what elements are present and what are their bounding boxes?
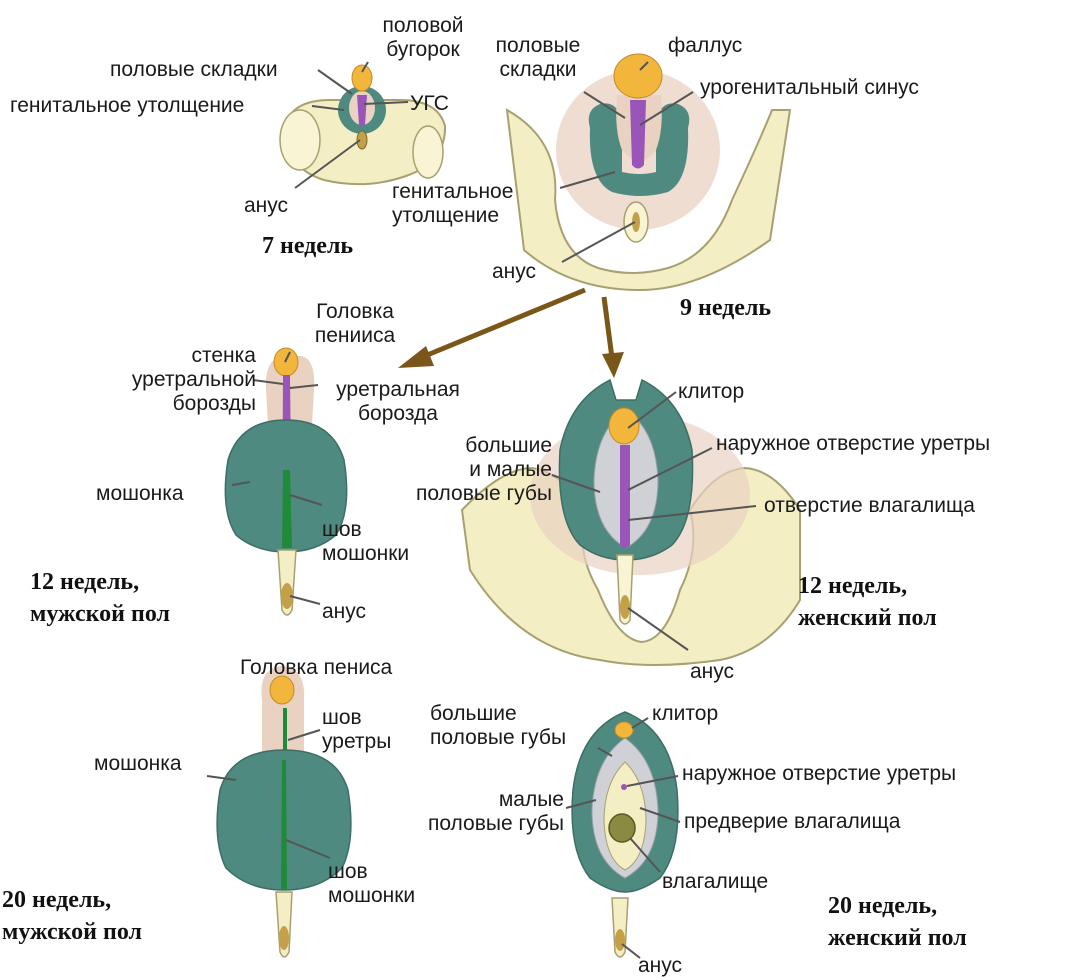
label-line: половые губы	[378, 482, 552, 506]
label-urethral-opening-12-weeks: наружное отверстие уретры	[716, 432, 990, 456]
development-arrows	[398, 290, 624, 378]
label-clitoris-20-weeks: клитор	[652, 702, 718, 726]
label-vagina: влагалище	[662, 870, 768, 894]
stage-label-20-weeks-male: 20 недель, мужской пол	[2, 884, 142, 948]
label-urethral-raphe: шов уретры	[322, 706, 391, 754]
stage-7-weeks-illustration	[280, 65, 445, 184]
label-line: шов	[328, 860, 415, 884]
label-line: уретры	[322, 730, 391, 754]
stage-label-line: 20 недель,	[828, 890, 967, 922]
label-ugs: УГС	[410, 92, 449, 116]
label-line: большие	[378, 434, 552, 458]
label-line: мошонки	[328, 884, 415, 908]
label-anus-12-weeks-female: анус	[690, 660, 734, 684]
label-line: половой	[368, 14, 478, 38]
label-line: уретральная	[314, 378, 482, 402]
label-line: уретральной	[106, 368, 256, 392]
label-line: и малые	[378, 458, 552, 482]
label-scrotum-12-weeks: мошонка	[96, 482, 184, 506]
stage-12-weeks-female-illustration	[462, 380, 800, 665]
label-genital-folds-9-weeks: половые складки	[482, 34, 594, 82]
label-line: борозда	[314, 402, 482, 426]
label-vestibule: предверие влагалища	[684, 810, 900, 834]
label-labia-12-weeks: большие и малые половые губы	[378, 434, 552, 506]
label-line: мошонки	[322, 542, 409, 566]
label-genital-swelling: генитальное утолщение	[10, 94, 244, 118]
label-urogenital-sinus: урогенитальный синус	[700, 76, 919, 100]
label-line: большие	[430, 702, 566, 726]
label-line: малые	[388, 788, 564, 812]
label-urethral-groove: уретральная борозда	[314, 378, 482, 426]
label-labia-majora: большие половые губы	[430, 702, 566, 750]
label-genital-swelling-9-weeks: генитальное утолщение	[392, 180, 513, 228]
label-anus-9-weeks: анус	[492, 260, 536, 284]
label-vaginal-opening: отверстие влагалища	[764, 494, 975, 518]
label-line: половые	[482, 34, 594, 58]
label-clitoris-12-weeks: клитор	[678, 380, 744, 404]
label-genital-folds: половые складки	[110, 58, 278, 82]
label-line: генитальное	[392, 180, 513, 204]
label-anus-12-weeks-male: анус	[322, 600, 366, 624]
stage-label-9-weeks: 9 недель	[680, 292, 771, 324]
label-line: стенка	[106, 344, 256, 368]
label-line: утолщение	[392, 204, 513, 228]
label-line: половые губы	[388, 812, 564, 836]
stage-label-12-weeks-female: 12 недель, женский пол	[798, 570, 937, 634]
label-line: борозды	[106, 392, 256, 416]
label-line: пенииса	[305, 324, 405, 348]
stage-label-7-weeks: 7 недель	[262, 230, 353, 262]
stage-label-20-weeks-female: 20 недель, женский пол	[828, 890, 967, 954]
stage-label-line: 12 недель,	[798, 570, 937, 602]
label-glans-12-weeks: Головка пенииса	[305, 300, 405, 348]
label-phallus: фаллус	[668, 34, 742, 58]
label-line: шов	[322, 518, 409, 542]
label-genital-tubercle: половой бугорок	[368, 14, 478, 62]
label-scrotum-20-weeks: мошонка	[94, 752, 182, 776]
stage-label-12-weeks-male: 12 недель, мужской пол	[30, 566, 170, 630]
stage-label-line: женский пол	[798, 602, 937, 634]
stage-label-line: 12 недель,	[30, 566, 170, 598]
label-urethral-opening-20-weeks: наружное отверстие уретры	[682, 762, 956, 786]
label-scrotal-raphe-12-weeks: шов мошонки	[322, 518, 409, 566]
label-labia-minora: малые половые губы	[388, 788, 564, 836]
label-anus-20-weeks-female: анус	[638, 954, 682, 978]
label-line: складки	[482, 58, 594, 82]
label-line: бугорок	[368, 38, 478, 62]
label-line: половые губы	[430, 726, 566, 750]
stage-20-weeks-female-illustration	[572, 712, 678, 957]
stage-label-line: женский пол	[828, 922, 967, 954]
stage-label-line: 20 недель,	[2, 884, 142, 916]
stage-label-line: мужской пол	[2, 916, 142, 948]
arrow-head-to-male	[398, 346, 434, 368]
label-line: Головка	[305, 300, 405, 324]
label-glans-20-weeks: Головка пениса	[240, 656, 392, 680]
label-line: шов	[322, 706, 391, 730]
label-anus-7-weeks: анус	[244, 194, 288, 218]
arrow-head-to-female	[602, 352, 624, 378]
label-urethral-groove-wall: стенка уретральной борозды	[106, 344, 256, 416]
stage-label-line: мужской пол	[30, 598, 170, 630]
label-scrotal-raphe-20-weeks: шов мошонки	[328, 860, 415, 908]
